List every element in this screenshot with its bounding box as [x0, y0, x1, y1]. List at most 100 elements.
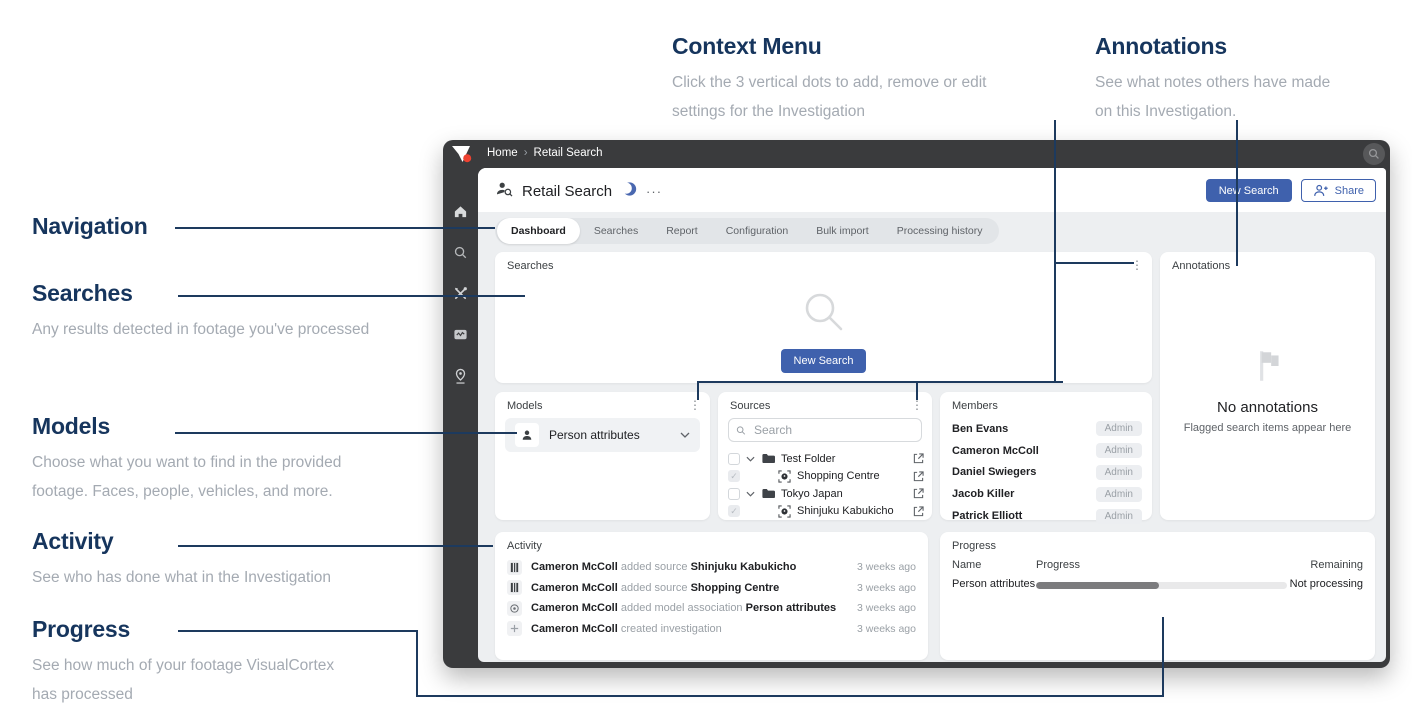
callout-context-menu-title: Context Menu [672, 33, 822, 59]
activity-row: Cameron McColl added source Shinjuku Kab… [507, 557, 916, 578]
new-search-button[interactable]: New Search [1205, 179, 1292, 202]
callout-models-desc: Choose what you want to find in the prov… [32, 454, 342, 500]
role-badge: Admin [1095, 486, 1142, 502]
annotations-panel-title: Annotations [1172, 260, 1231, 272]
progress-panel: Progress Name Progress Remaining Person … [940, 532, 1375, 660]
sidebar-item-tools[interactable] [452, 285, 469, 302]
context-menu-callout-line [697, 381, 699, 400]
search-icon [454, 246, 467, 259]
searches-panel: Searches ⋮ New Search [495, 252, 1152, 383]
tree-row-camera: ✓ Shinjuku Kabukicho [728, 503, 924, 521]
activity-timestamp: 3 weeks ago [857, 622, 916, 635]
sidebar-item-home[interactable] [452, 203, 469, 220]
sources-kebab-menu-icon[interactable]: ⋮ [911, 398, 923, 412]
context-menu-callout-line [1054, 120, 1056, 383]
tree-row-camera: ✓ Shopping Centre [728, 468, 924, 486]
chevron-down-icon [680, 432, 690, 438]
panel-new-search-button[interactable]: New Search [780, 348, 867, 373]
callout-searches-title: Searches [32, 280, 133, 306]
home-icon [454, 206, 467, 218]
search-icon [736, 425, 746, 435]
open-external-icon[interactable] [913, 453, 924, 464]
tab-configuration[interactable]: Configuration [725, 225, 789, 237]
selected-model-label: Person attributes [549, 428, 640, 442]
sources-panel: Sources ⋮ Test Folder ✓ [718, 392, 932, 520]
sources-search-input[interactable] [751, 422, 914, 438]
activity-row: Cameron McColl added source Shopping Cen… [507, 578, 916, 599]
empty-search-icon [805, 293, 842, 330]
model-select-dropdown[interactable]: Person attributes [505, 418, 700, 452]
investigation-header: Retail Search ··· New Search Shar [478, 168, 1386, 212]
searches-kebab-menu-icon[interactable]: ⋮ [1131, 258, 1143, 272]
person-add-icon [1313, 184, 1328, 196]
searches-panel-title: Searches [507, 260, 554, 272]
chevron-down-icon[interactable] [746, 491, 756, 497]
sidebar-item-search[interactable] [452, 244, 469, 261]
context-menu-callout-line [697, 381, 1063, 383]
members-panel-title: Members [952, 400, 998, 412]
member-row: Daniel Swiegers Admin [952, 462, 1142, 484]
investigation-context-menu-button[interactable]: ··· [646, 184, 663, 199]
open-external-icon[interactable] [913, 471, 924, 482]
visualcortex-logo-icon[interactable] [450, 144, 472, 169]
checkbox-checked[interactable]: ✓ [728, 470, 740, 483]
progress-callout-line [416, 630, 418, 697]
callout-annotations-desc: See what notes others have made on this … [1095, 74, 1331, 120]
activity-row: Cameron McColl added model association P… [507, 598, 916, 619]
callout-activity-title: Activity [32, 528, 114, 554]
location-pin-icon [455, 368, 466, 384]
chevron-down-icon[interactable] [746, 456, 756, 462]
sources-tree: Test Folder ✓ Shopping Centre [728, 450, 924, 520]
navigation-callout-line [175, 227, 495, 229]
sources-search-box [728, 418, 922, 442]
role-badge: Admin [1095, 421, 1142, 437]
progress-col-name: Name [952, 559, 982, 571]
open-external-icon[interactable] [913, 506, 924, 517]
models-callout-line [175, 432, 517, 434]
checkbox[interactable] [728, 452, 740, 465]
sidebar-item-monitoring[interactable] [452, 326, 469, 343]
open-external-icon[interactable] [913, 488, 924, 499]
tab-bulk-import[interactable]: Bulk import [816, 225, 869, 237]
sidebar-item-locations[interactable] [452, 367, 469, 384]
no-annotations-subtitle: Flagged search items appear here [1183, 422, 1352, 434]
plus-icon [507, 621, 522, 637]
tab-processing-history[interactable]: Processing history [896, 225, 983, 237]
models-kebab-menu-icon[interactable]: ⋮ [689, 398, 701, 412]
checkbox[interactable] [728, 487, 740, 500]
tab-report[interactable]: Report [666, 225, 698, 237]
annotations-panel: Annotations No annotations Flagged searc… [1160, 252, 1375, 520]
callout-activity-desc: See who has done what in the Investigati… [32, 569, 332, 586]
member-row: Cameron McColl Admin [952, 440, 1142, 462]
progress-callout-line [178, 630, 418, 632]
callout-models-title: Models [32, 413, 111, 439]
breadcrumb-separator: › [523, 147, 528, 159]
member-row: Ben Evans Admin [952, 418, 1142, 440]
folder-icon [762, 454, 775, 464]
flag-icon [1259, 351, 1279, 381]
tools-icon [454, 287, 467, 300]
share-button[interactable]: Share [1300, 179, 1376, 202]
progress-panel-title: Progress [952, 540, 997, 552]
checkbox-checked[interactable]: ✓ [728, 505, 740, 518]
folder-icon [762, 489, 775, 499]
role-badge: Admin [1095, 508, 1142, 524]
activity-chart-icon [454, 329, 467, 340]
activity-timestamp: 3 weeks ago [857, 581, 916, 594]
member-row: Jacob Killer Admin [952, 483, 1142, 505]
tree-row-folder: Test Folder [728, 450, 924, 468]
tab-searches[interactable]: Searches [593, 225, 639, 237]
searches-callout-line [178, 295, 525, 297]
source-icon [507, 580, 522, 596]
breadcrumb: Home › Retail Search [487, 147, 603, 159]
global-search-button[interactable] [1363, 143, 1385, 165]
activity-row: Cameron McColl created investigation 3 w… [507, 619, 916, 640]
app-topbar: Home › Retail Search [443, 140, 1390, 168]
tab-dashboard[interactable]: Dashboard [497, 218, 580, 244]
breadcrumb-current: Retail Search [533, 147, 603, 159]
tree-row-folder: Tokyo Japan [728, 485, 924, 503]
camera-source-icon [778, 470, 791, 483]
tab-bar: Dashboard Searches Report Configuration … [495, 218, 999, 244]
activity-callout-line [178, 545, 493, 547]
breadcrumb-home-link[interactable]: Home [487, 147, 518, 159]
